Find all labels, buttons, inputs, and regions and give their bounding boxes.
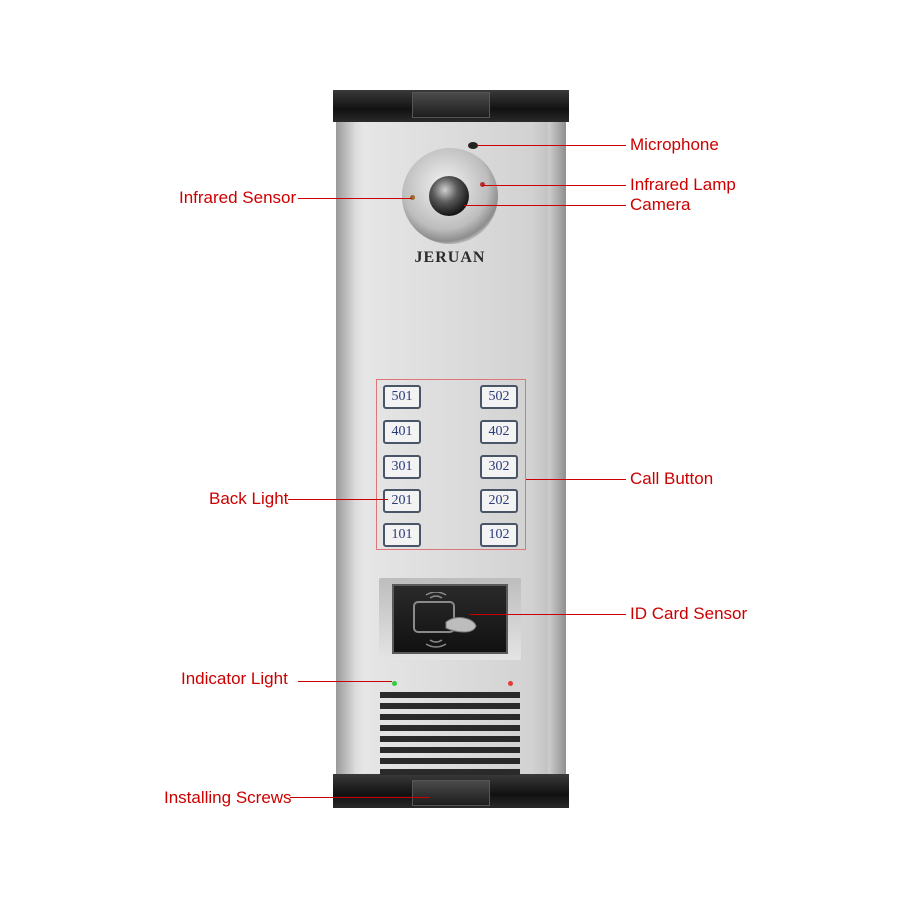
call-button[interactable]: 302	[480, 455, 518, 479]
call-button[interactable]: 201	[383, 489, 421, 513]
call-button[interactable]: 202	[480, 489, 518, 513]
id-card-sensor-window	[392, 584, 508, 654]
indicator-light-green	[392, 681, 397, 686]
leader-microphone	[478, 145, 626, 146]
call-button[interactable]: 101	[383, 523, 421, 547]
infrared-lamp-dot	[480, 182, 485, 187]
top-screw-cover	[412, 92, 490, 118]
leader-camera	[464, 205, 626, 206]
call-button[interactable]: 102	[480, 523, 518, 547]
grille-slot	[380, 714, 520, 720]
label-camera: Camera	[630, 195, 691, 214]
label-back-light: Back Light	[209, 489, 289, 508]
call-button[interactable]: 501	[383, 385, 421, 409]
bottom-screw-cover	[412, 780, 490, 806]
leader-infrared-lamp	[482, 185, 626, 186]
grille-slot	[380, 769, 520, 775]
call-button[interactable]: 401	[383, 420, 421, 444]
grille-slot	[380, 703, 520, 709]
microphone-hole	[468, 142, 478, 149]
label-indicator-light: Indicator Light	[181, 669, 288, 688]
grille-slot	[380, 758, 520, 764]
leader-installing-screws	[290, 797, 430, 798]
label-installing-screws: Installing Screws	[164, 788, 292, 807]
label-call-button: Call Button	[630, 469, 714, 488]
leader-id-card-sensor	[470, 614, 626, 615]
grille-slot	[380, 692, 520, 698]
label-infrared-sensor: Infrared Sensor	[179, 188, 297, 207]
leader-infrared-sensor	[298, 198, 412, 199]
label-microphone: Microphone	[630, 135, 719, 154]
brand-logo: JERUAN	[414, 249, 486, 266]
grille-slot	[380, 736, 520, 742]
camera-lens	[429, 176, 469, 216]
label-id-card-sensor: ID Card Sensor	[630, 604, 748, 623]
call-button[interactable]: 402	[480, 420, 518, 444]
panel-right-edge	[548, 118, 566, 778]
infrared-sensor-dot	[410, 195, 415, 200]
panel-left-edge	[336, 118, 354, 778]
card-tap-icon	[413, 592, 477, 648]
leader-indicator-light	[298, 681, 392, 682]
leader-back-light	[288, 499, 388, 500]
grille-slot	[380, 725, 520, 731]
call-button[interactable]: 502	[480, 385, 518, 409]
call-button-frame	[376, 379, 526, 550]
indicator-light-red	[508, 681, 513, 686]
grille-slot	[380, 747, 520, 753]
call-button[interactable]: 301	[383, 455, 421, 479]
leader-call-button	[526, 479, 626, 480]
label-infrared-lamp: Infrared Lamp	[630, 175, 736, 194]
